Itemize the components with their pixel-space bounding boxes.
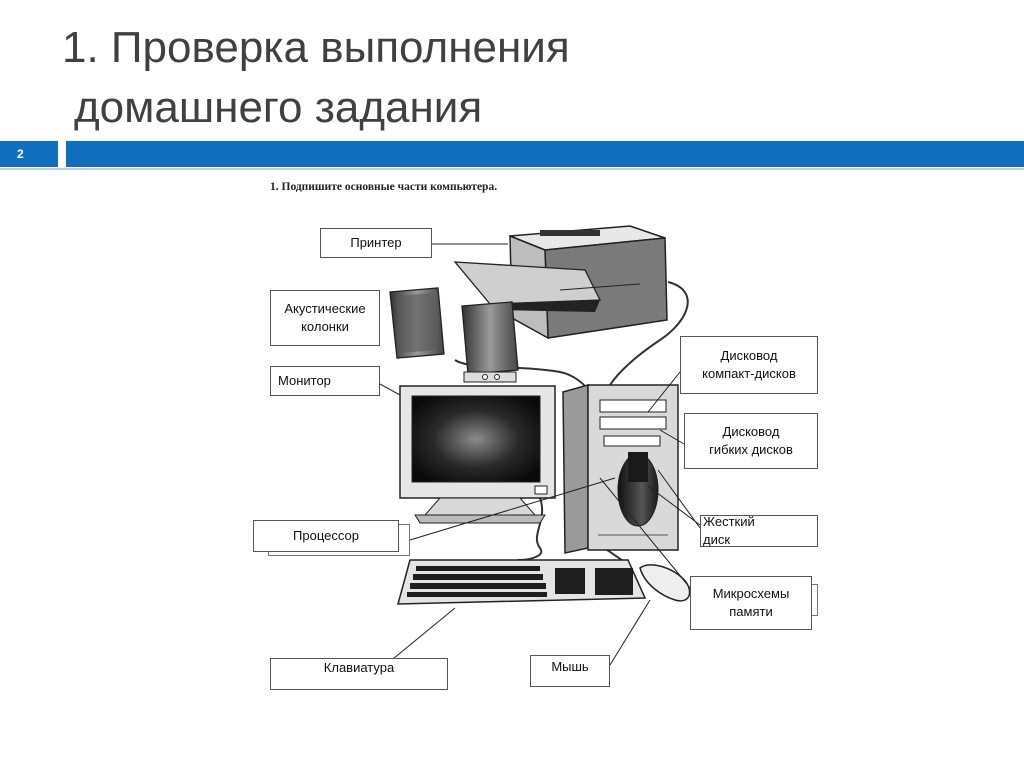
system-unit-image	[563, 385, 678, 553]
label-cd-drive-line2: компакт-дисков	[702, 365, 796, 383]
label-keyboard-text: Клавиатура	[324, 659, 394, 677]
keyboard-image	[398, 560, 645, 604]
label-hard-disk-line2: диск	[703, 531, 730, 549]
label-floppy-drive-line2: гибких дисков	[709, 441, 793, 459]
label-mouse: Мышь	[530, 655, 610, 687]
label-monitor: Монитор	[270, 366, 380, 396]
label-memory-chips: Микросхемы памяти	[690, 576, 812, 630]
label-hard-disk: Жесткий диск	[700, 515, 818, 547]
label-printer: Принтер	[320, 228, 432, 258]
mouse-image	[640, 565, 690, 601]
label-memory-chips-line1: Микросхемы	[713, 585, 790, 603]
monitor-image	[400, 386, 555, 523]
label-cd-drive: Дисковод компакт-дисков	[680, 336, 818, 394]
label-speakers: Акустические колонки	[270, 290, 380, 346]
label-monitor-text: Монитор	[278, 372, 331, 390]
label-processor: Процессор	[253, 520, 399, 552]
label-floppy-drive: Дисковод гибких дисков	[684, 413, 818, 469]
label-mouse-text: Мышь	[551, 658, 588, 676]
label-hard-disk-line1: Жесткий	[703, 513, 755, 531]
label-processor-text: Процессор	[293, 527, 359, 545]
label-speakers-line1: Акустические	[284, 300, 365, 318]
label-printer-text: Принтер	[350, 234, 401, 252]
label-memory-chips-line2: памяти	[729, 603, 772, 621]
label-floppy-drive-line1: Дисковод	[723, 423, 780, 441]
label-cd-drive-line1: Дисковод	[721, 347, 778, 365]
label-speakers-line2: колонки	[301, 318, 349, 336]
label-keyboard: Клавиатура	[270, 658, 448, 690]
